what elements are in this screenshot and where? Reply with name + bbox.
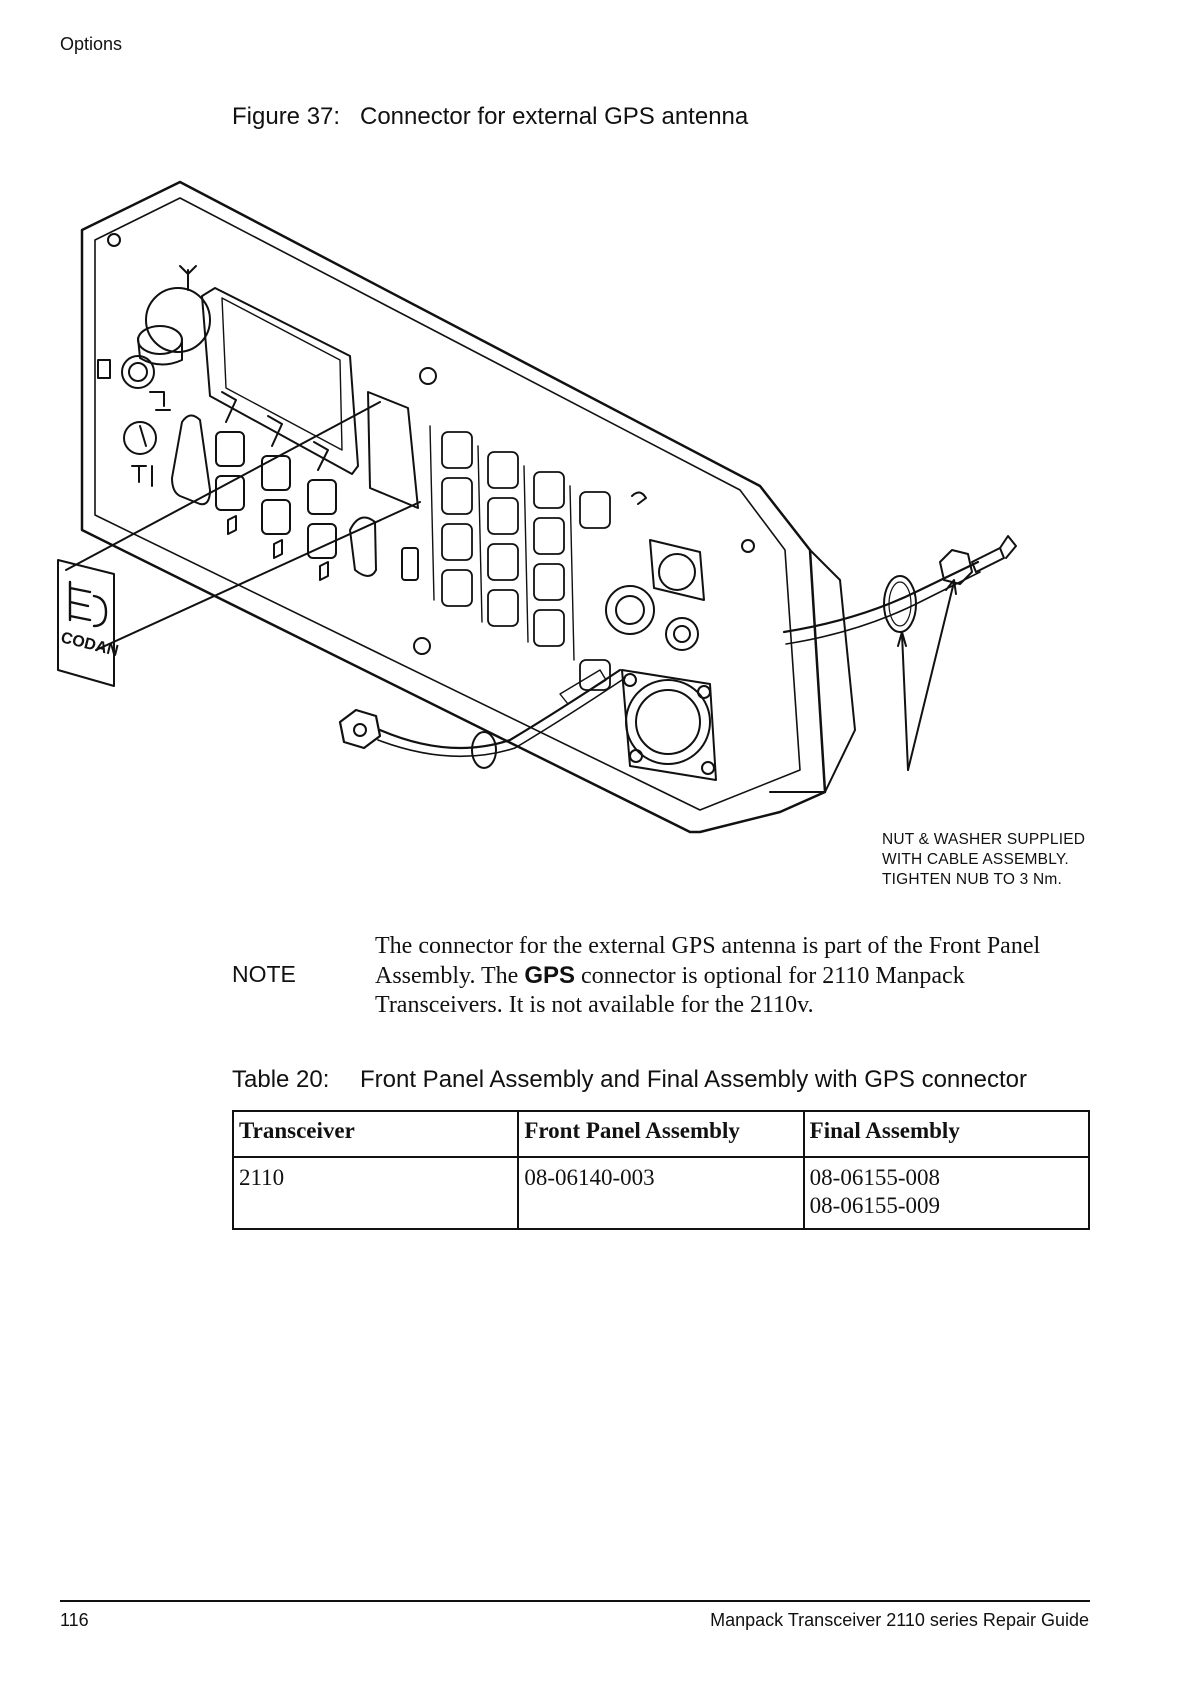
cell-final-assembly: 08-06155-008 08-06155-009 bbox=[802, 1156, 1091, 1230]
note-text-part: The connector for the external GPS anten… bbox=[375, 933, 1041, 989]
parts-table: Transceiver Front Panel Assembly Final A… bbox=[231, 1110, 1091, 1230]
document-title: Manpack Transceiver 2110 series Repair G… bbox=[710, 1610, 1089, 1630]
callout-line: TIGHTEN NUB TO 3 Nm. bbox=[882, 871, 1062, 888]
table-header-row: Transceiver Front Panel Assembly Final A… bbox=[231, 1110, 1091, 1158]
figure-caption: Figure 37: Connector for external GPS ant… bbox=[232, 103, 748, 131]
column-header-final-assembly: Final Assembly bbox=[802, 1110, 1091, 1158]
callout-line: NUT & WASHER SUPPLIED bbox=[882, 831, 1086, 848]
note-text: The connector for the external GPS anten… bbox=[375, 932, 1075, 1020]
note-text-emphasis: GPS bbox=[524, 962, 576, 989]
note-label: NOTE bbox=[232, 961, 296, 987]
figure-title: Connector for external GPS antenna bbox=[360, 103, 749, 130]
logo-text: CODAN bbox=[59, 629, 120, 660]
cell-front-panel: 08-06140-003 bbox=[517, 1156, 805, 1230]
table-title: Front Panel Assembly and Final Assembly … bbox=[360, 1066, 1027, 1093]
table-caption: Table 20: Front Panel Assembly and Final … bbox=[232, 1066, 1027, 1094]
cell-transceiver: 2110 bbox=[231, 1156, 520, 1230]
column-header-front-panel: Front Panel Assembly bbox=[517, 1110, 805, 1158]
table-row: 2110 08-06140-003 08-06155-008 08-06155-… bbox=[231, 1156, 1091, 1230]
section-header: Options bbox=[60, 34, 123, 54]
column-header-transceiver: Transceiver bbox=[231, 1110, 520, 1158]
note-text-part: connector is optional for 2110 Manpack T… bbox=[375, 963, 965, 1018]
footer-divider bbox=[60, 1600, 1090, 1602]
page-number: 116 bbox=[60, 1610, 89, 1630]
callout-line: WITH CABLE ASSEMBLY. bbox=[882, 851, 1069, 868]
callout-text: NUT & WASHER SUPPLIED WITH CABLE ASSEMBL… bbox=[882, 830, 1085, 890]
table-number: Table 20: bbox=[232, 1066, 330, 1093]
final-assembly-part: 08-06155-009 bbox=[809, 1193, 940, 1218]
figure-number: Figure 37: bbox=[232, 103, 341, 130]
front-panel-illustration: CODAN bbox=[57, 180, 1017, 834]
final-assembly-part: 08-06155-008 bbox=[809, 1165, 940, 1190]
